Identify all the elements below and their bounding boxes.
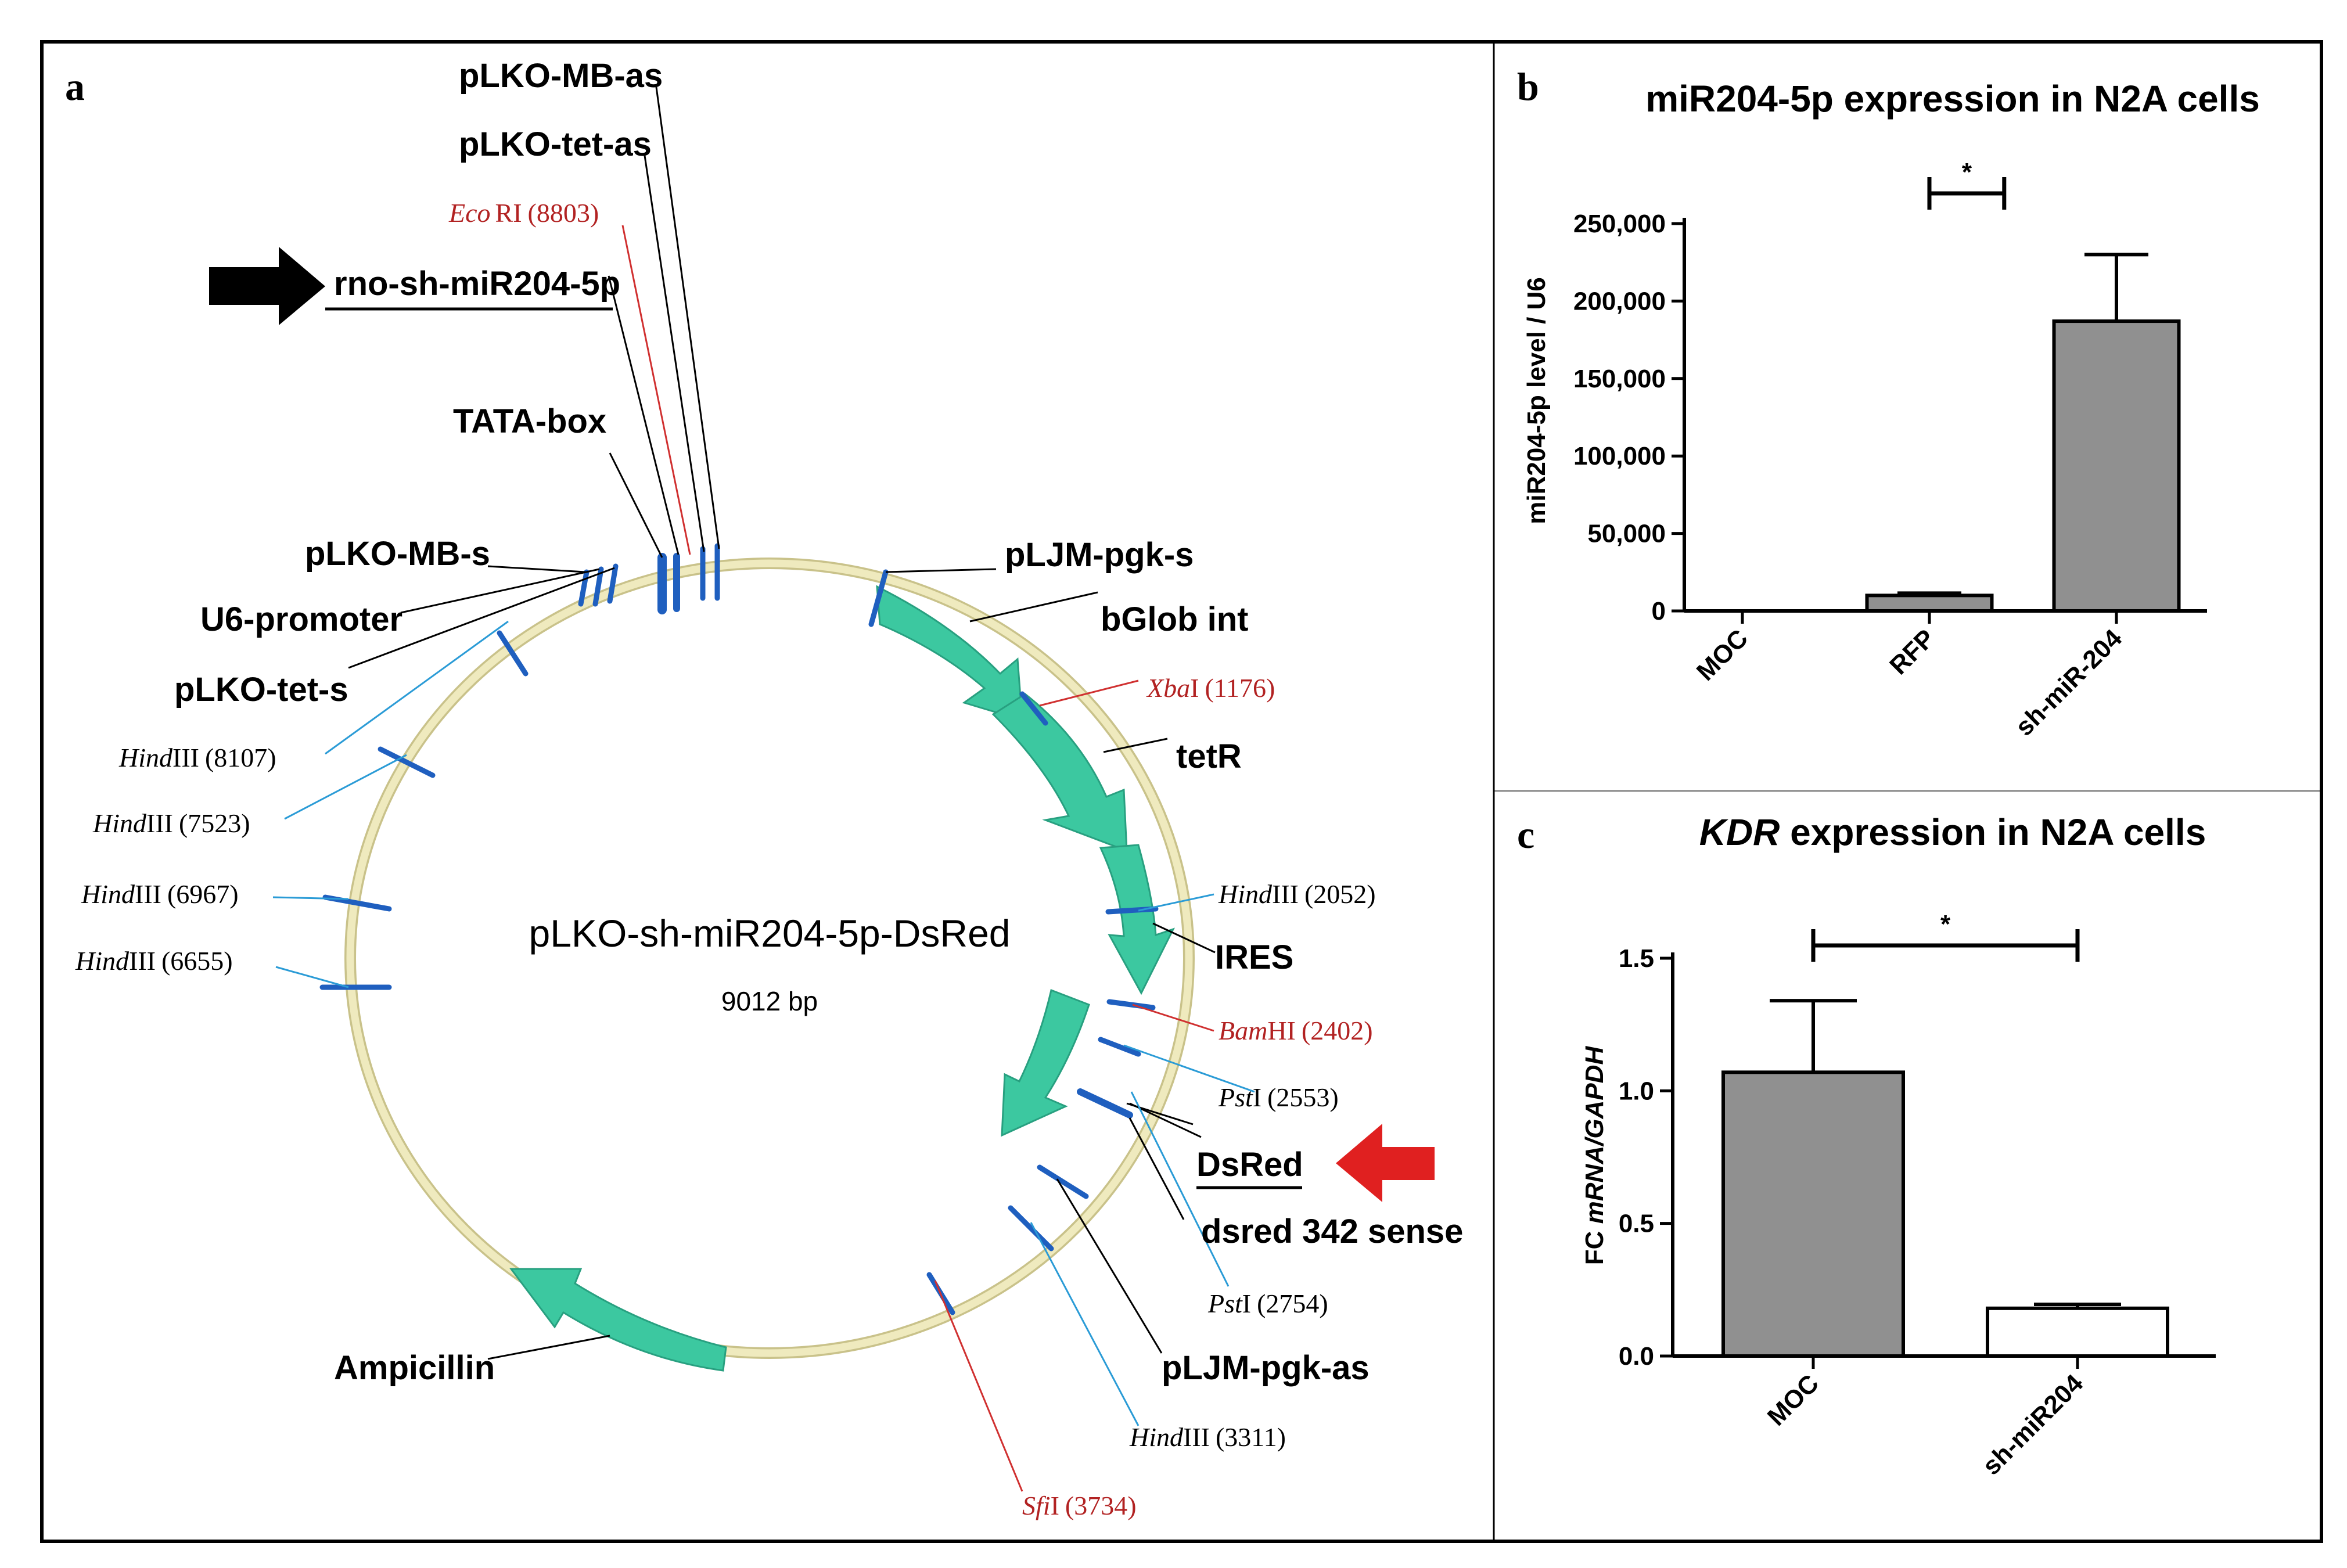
label-pLKO-MB-s: pLKO-MB-s: [305, 535, 490, 573]
site-SfiI: SfiI(3734): [1022, 1491, 1137, 1520]
x-tick-label: sh-miR-204: [2010, 624, 2128, 742]
y-tick-label: 0: [1652, 597, 1666, 625]
marker-tet-s: [607, 563, 619, 604]
label-rno-sh-miR204-5p: rno-sh-miR204-5p: [334, 265, 620, 303]
ampicillin-arrow: [509, 1268, 727, 1372]
label-IRES: IRES: [1215, 938, 1293, 976]
label-TATA-box: TATA-box: [453, 402, 606, 440]
y-tick-label: 0.5: [1619, 1210, 1654, 1238]
x-tick-label: MOC: [1762, 1369, 1824, 1431]
bar-sh-miR-204: [2052, 319, 2181, 613]
y-tick-label: 250,000: [1573, 210, 1666, 238]
significance-star: *: [1962, 158, 1972, 186]
x-tick-label: RFP: [1884, 624, 1940, 680]
feature-arrows: [509, 585, 1175, 1372]
y-tick-label: 100,000: [1573, 442, 1666, 470]
y-tick-label: 150,000: [1573, 365, 1666, 393]
significance-star: *: [1940, 910, 1951, 938]
y-tick-label: 0.0: [1619, 1342, 1654, 1371]
feature-markers: [319, 543, 1159, 1315]
site-HindIII-6655: HindIII(6655): [75, 946, 233, 976]
marker-hind3311: [1008, 1205, 1054, 1251]
marker-pst2553: [1098, 1037, 1141, 1057]
black-arrow-sh-icon: [209, 247, 325, 325]
site-HindIII-3311: HindIII(3311): [1129, 1422, 1286, 1452]
chart-c-ylabel: FC mRNA/GAPDH: [1580, 1046, 1609, 1265]
y-tick-label: 1.5: [1619, 944, 1654, 973]
marker-hind8107: [497, 630, 529, 677]
label-U6-promoter: U6-promoter: [200, 600, 402, 638]
marker-u6: [592, 566, 604, 607]
label-pLKO-MB-as: pLKO-MB-as: [459, 57, 663, 95]
y-tick-label: 1.0: [1619, 1077, 1654, 1105]
label-dsred-342-sense: dsred 342 sense: [1201, 1213, 1463, 1250]
label-bGlob-int: bGlob int: [1101, 600, 1249, 638]
panel-a-letter: a: [65, 64, 85, 109]
site-HindIII-8107: HindIII(8107): [118, 743, 276, 772]
site-HindIII-2052: HindIII(2052): [1218, 879, 1376, 909]
marker-bam: [1106, 999, 1156, 1010]
bar-RFP: [1865, 594, 1994, 613]
label-pLJM-pgk-s: pLJM-pgk-s: [1005, 536, 1194, 574]
label-tetR: tetR: [1176, 738, 1242, 775]
marker-pgk-s: [868, 569, 889, 627]
marker-pgk-as: [1037, 1164, 1089, 1199]
ires-arrow: [1099, 844, 1175, 995]
panel-b-chart: b miR204-5p expression in N2A cells miR2…: [1517, 64, 2260, 742]
marker-hind7523: [378, 746, 436, 778]
x-tick-label: sh-miR204: [1977, 1369, 2089, 1480]
label-Ampicillin: Ampicillin: [334, 1349, 495, 1387]
plasmid-backbone-outline: [344, 558, 1195, 1359]
bglob-int-arrow: [876, 585, 1023, 722]
label-pLKO-tet-as: pLKO-tet-as: [459, 125, 652, 163]
marker-hind2052: [1105, 906, 1159, 915]
site-BamHI: BamHI(2402): [1219, 1016, 1373, 1045]
site-HindIII-7523: HindIII(7523): [92, 808, 250, 838]
plasmid-size: 9012 bp: [721, 986, 818, 1016]
red-arrow-dsred-icon: [1336, 1124, 1435, 1202]
chart-b-ylabel: miR204-5p level / U6: [1522, 277, 1551, 524]
plasmid-backbone: [346, 559, 1193, 1357]
site-XbaI: XbaI(1176): [1146, 673, 1275, 703]
bar-MOC: [1721, 1070, 1905, 1358]
label-pLKO-tet-s: pLKO-tet-s: [174, 671, 348, 709]
feature-leader-lines: [348, 87, 1216, 1360]
chart-c-title: KDR expression in N2A cells: [1699, 811, 2206, 853]
label-DsRed: DsRed: [1196, 1146, 1303, 1184]
x-tick-label: MOC: [1691, 624, 1753, 686]
site-HindIII-6967: HindIII(6967): [81, 879, 239, 909]
red-cut-lines: [621, 225, 1214, 1492]
site-PstI-2754: PstI(2754): [1207, 1289, 1328, 1318]
marker-xba: [1019, 691, 1048, 726]
chart-b-title: miR204-5p expression in N2A cells: [1645, 78, 2260, 120]
y-tick-label: 200,000: [1573, 287, 1666, 315]
dsred-arrow: [1001, 988, 1090, 1137]
plasmid-name: pLKO-sh-miR204-5p-DsRed: [529, 912, 1011, 955]
marker-pLKO-MB-s: [578, 569, 590, 607]
panel-a-plasmid-map: a pLKO-sh-miR204-5p-DsRed 9012 bp: [65, 57, 1463, 1520]
bar-sh-miR204: [1986, 1306, 2169, 1358]
panel-c-chart: c KDR expression in N2A cells FC mRNA/GA…: [1517, 811, 2216, 1480]
panel-c-letter: c: [1517, 812, 1534, 857]
panel-b-letter: b: [1517, 64, 1539, 109]
y-tick-label: 50,000: [1587, 520, 1666, 548]
site-PstI-2553: PstI(2553): [1218, 1083, 1339, 1112]
blue-cut-lines: [272, 620, 1255, 1426]
label-pLJM-pgk-as: pLJM-pgk-as: [1162, 1349, 1370, 1387]
marker-dsred342: [1077, 1088, 1133, 1119]
